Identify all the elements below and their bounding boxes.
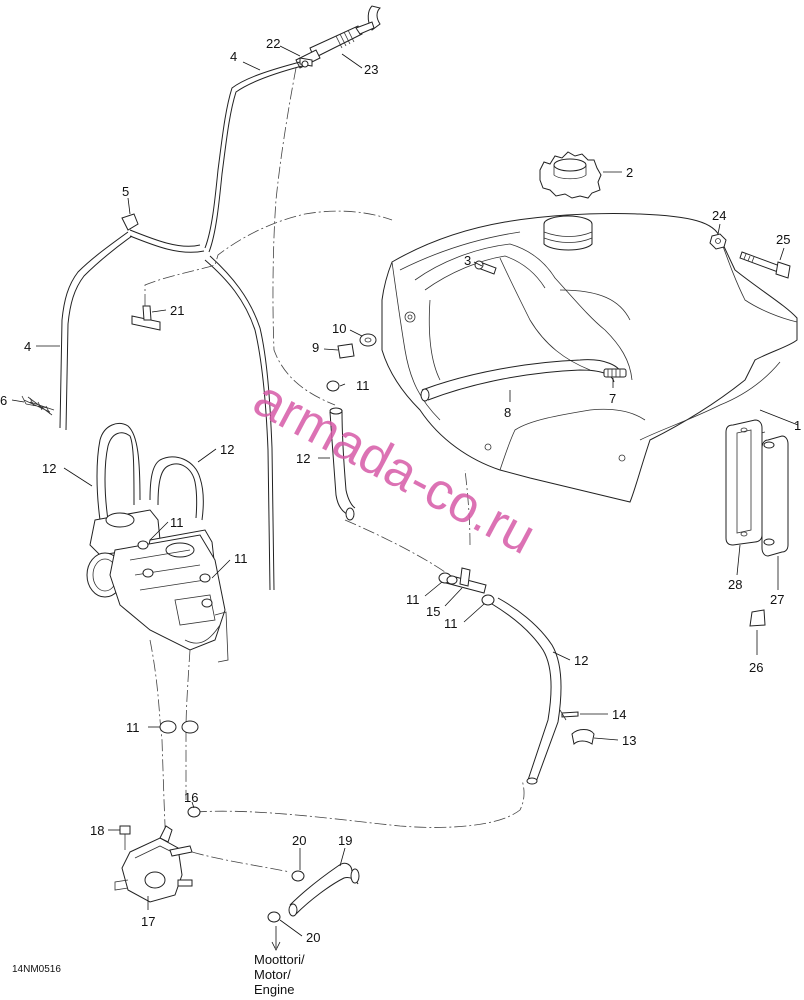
engine-label-line-2: Motor/ xyxy=(254,967,291,982)
fuel-pump-17 xyxy=(114,825,193,903)
gasket-27 xyxy=(761,435,789,557)
bolt-18 xyxy=(119,825,131,850)
callout-11-a: 11 xyxy=(356,378,370,393)
flow-line-primer xyxy=(272,67,336,406)
carburetors xyxy=(86,423,229,663)
callout-5: 5 xyxy=(122,184,129,199)
callout-15: 15 xyxy=(426,604,440,619)
clamp-11 xyxy=(326,380,340,392)
fuel-hose-12-right xyxy=(491,597,562,785)
tee-fitting-21 xyxy=(131,305,161,331)
clip-13 xyxy=(571,729,595,746)
primer-line-4 xyxy=(204,61,303,253)
impulse-hose-19 xyxy=(288,862,360,917)
callout-28: 28 xyxy=(728,577,742,592)
callout-4-top: 4 xyxy=(230,49,237,64)
fuel-cap xyxy=(539,151,602,199)
callout-11-d: 11 xyxy=(406,592,420,607)
callout-12-a: 12 xyxy=(42,461,56,476)
callout-14: 14 xyxy=(612,707,626,722)
callout-6: 6 xyxy=(0,393,7,408)
clamp-20-lower xyxy=(267,911,281,923)
callout-11-f: 11 xyxy=(126,720,140,735)
callout-8: 8 xyxy=(504,405,511,420)
spring-6 xyxy=(21,395,55,416)
callout-20-upper: 20 xyxy=(292,833,306,848)
fuel-gauge-28 xyxy=(725,419,763,546)
clamps-11-lower xyxy=(159,720,199,734)
fuel-tank xyxy=(381,212,798,503)
callout-7: 7 xyxy=(609,391,616,406)
clamp-16 xyxy=(187,806,201,818)
callout-17: 17 xyxy=(141,914,155,929)
screw-3 xyxy=(474,260,497,275)
callout-27: 27 xyxy=(770,592,784,607)
callout-3: 3 xyxy=(464,253,471,268)
callout-12-c: 12 xyxy=(296,451,310,466)
engine-label-line-3: Engine xyxy=(254,982,294,997)
flow-line-tee xyxy=(344,519,446,573)
clamps-11-carb xyxy=(137,540,213,608)
engine-label-line-1: Moottori/ xyxy=(254,952,305,967)
callout-4-left: 4 xyxy=(24,339,31,354)
callout-22: 22 xyxy=(266,36,280,51)
fuel-hose-12-center xyxy=(329,407,356,521)
leader-lines xyxy=(11,45,799,937)
decal-26 xyxy=(749,609,766,627)
callout-11-e: 11 xyxy=(444,616,458,631)
callout-24: 24 xyxy=(712,208,726,223)
callout-12-b: 12 xyxy=(220,442,234,457)
engine-label: Moottori/ Motor/ Engine xyxy=(254,926,305,997)
figure-code: 14NM0516 xyxy=(12,964,61,975)
bolt-25 xyxy=(739,251,791,279)
grommet-10-hole xyxy=(364,337,372,343)
check-valve-7 xyxy=(603,368,627,378)
callout-11-b: 11 xyxy=(170,515,184,530)
callout-10: 10 xyxy=(332,321,346,336)
callout-26: 26 xyxy=(749,660,763,675)
grommet-10 xyxy=(359,333,377,347)
callout-25: 25 xyxy=(776,232,790,247)
callout-2: 2 xyxy=(626,165,633,180)
fitting-9 xyxy=(337,343,355,359)
callout-20-lower: 20 xyxy=(306,930,320,945)
connection-line xyxy=(144,210,393,306)
callout-23: 23 xyxy=(364,62,378,77)
callout-21: 21 xyxy=(170,303,184,318)
callout-18: 18 xyxy=(90,823,104,838)
callout-16: 16 xyxy=(184,790,198,805)
callout-labels: 1 2 3 4 4 5 6 7 8 9 10 11 11 11 11 11 11… xyxy=(0,36,801,945)
fitting-22 xyxy=(299,57,313,68)
tie-14 xyxy=(559,709,579,721)
callout-12-d: 12 xyxy=(574,653,588,668)
flow-line-pump-to-tank xyxy=(194,779,525,828)
primer-line-4-lower xyxy=(59,229,275,591)
callout-11-c: 11 xyxy=(234,551,248,566)
nut-24 xyxy=(709,233,727,250)
flow-line-pump-out xyxy=(191,851,291,873)
clamp-20-upper xyxy=(291,870,305,882)
clamp-11-tee-a xyxy=(446,575,458,585)
callout-9: 9 xyxy=(312,340,319,355)
callout-1: 1 xyxy=(794,418,801,433)
primer-pump-23 xyxy=(295,5,381,69)
tee-fitting-15 xyxy=(438,567,495,606)
flow-line-carb-to-pump xyxy=(149,639,167,851)
flow-line-tank xyxy=(464,469,471,546)
callout-19: 19 xyxy=(338,833,352,848)
clip-5 xyxy=(121,213,139,231)
callout-13: 13 xyxy=(622,733,636,748)
